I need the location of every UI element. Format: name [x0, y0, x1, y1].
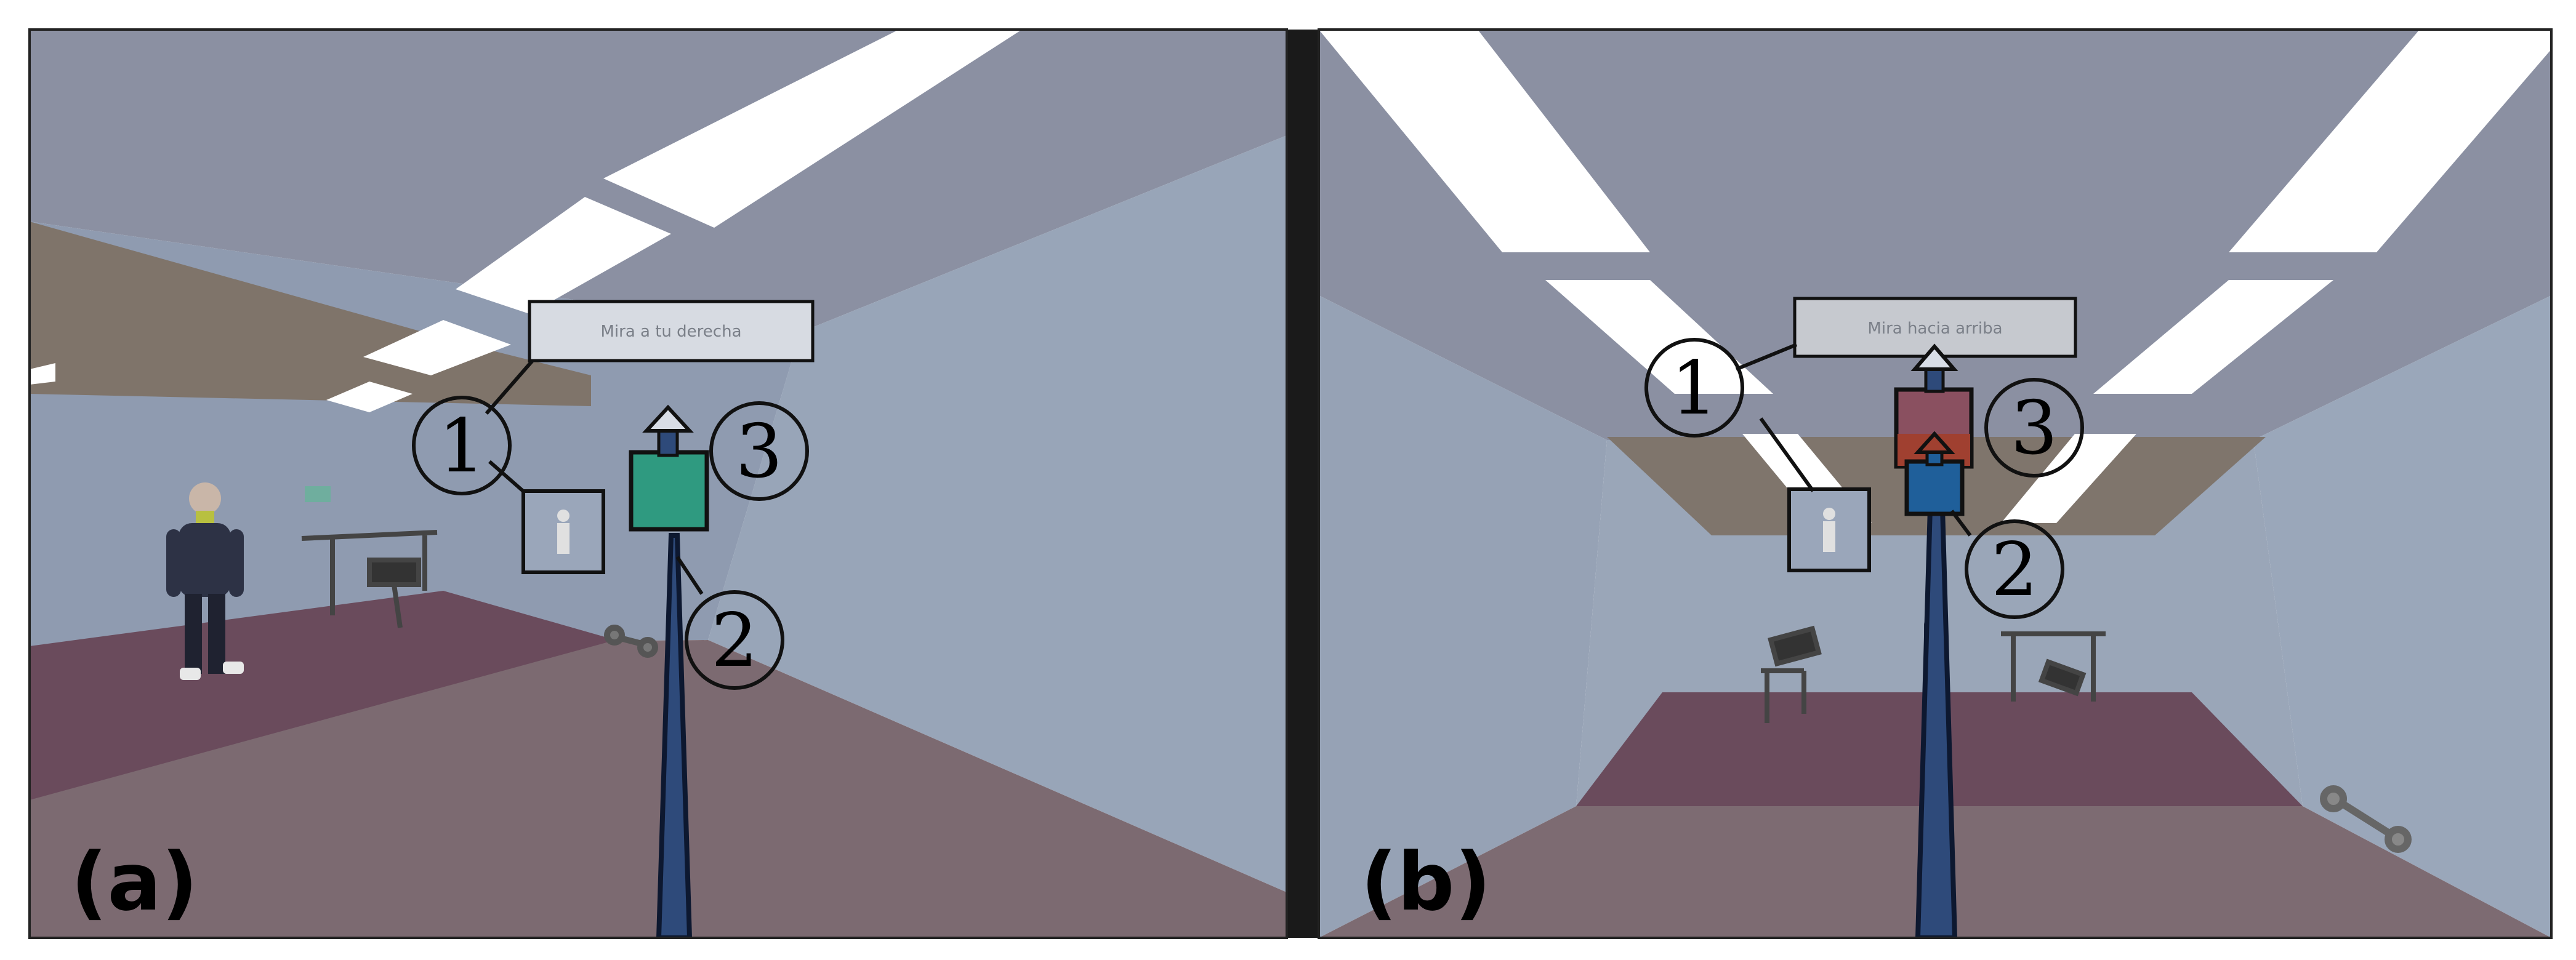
- callout-a1: 1: [412, 396, 512, 495]
- callout-b2: 2: [1965, 519, 2064, 619]
- floor-a: [30, 640, 1287, 938]
- small-sign-a: [305, 486, 331, 502]
- light-a4: [326, 382, 413, 412]
- light-b6: [2001, 434, 2136, 523]
- left-wall-b: [1319, 295, 1607, 938]
- light-b1: [1319, 30, 1650, 252]
- panel-divider: [1287, 30, 1319, 938]
- avatar-person: [166, 482, 244, 680]
- callout-b3: 3: [1984, 378, 2084, 478]
- arrow-up-icon: [642, 404, 694, 457]
- callout-line-b2: [1950, 510, 1972, 537]
- panel-a-border: [28, 28, 1288, 939]
- avatar-thumbnail-b: [1787, 487, 1871, 572]
- callout-b1: 1: [1644, 338, 1744, 438]
- panel-b: Mira hacia arriba 1: [1319, 30, 2551, 938]
- bench-b-right: [2001, 631, 2106, 702]
- target-box-b-lower: [1904, 459, 1965, 516]
- light-a5: [30, 363, 55, 385]
- dumbbell-a: [604, 625, 658, 658]
- avatar-thumbnail-a: [521, 489, 605, 574]
- arrow-up-icon-b-upper: [1910, 343, 1958, 393]
- svg-text:2: 2: [711, 598, 758, 684]
- bench-b-left: [1761, 625, 1822, 723]
- bench-a: [301, 530, 438, 628]
- callout-a2: 2: [685, 590, 784, 690]
- target-box-a: [629, 450, 709, 532]
- light-b4: [2093, 280, 2333, 394]
- panel-label-b: (b): [1361, 835, 1491, 929]
- callout-line-a1-thumb: [488, 460, 526, 494]
- callout-line-b1-sign: [1735, 343, 1798, 371]
- svg-text:3: 3: [736, 409, 783, 495]
- panel-a: Mira a tu derecha 1 3: [30, 30, 1287, 938]
- pointer-beam-a: [656, 533, 693, 938]
- svg-text:1: 1: [1671, 346, 1718, 431]
- callout-line-a1-sign: [485, 359, 534, 415]
- panel-label-a: (a): [71, 835, 198, 929]
- callout-line-b1-thumb: [1759, 417, 1815, 492]
- svg-text:1: 1: [438, 404, 485, 489]
- dumbbell-b: [2320, 785, 2412, 853]
- light-a1: [603, 30, 1022, 228]
- callout-a3: 3: [709, 401, 809, 501]
- light-a2: [456, 197, 671, 314]
- panel-b-border: [1318, 28, 2553, 939]
- svg-text:3: 3: [2011, 386, 2058, 471]
- instruction-text-b: Mira hacia arriba: [1867, 319, 2002, 338]
- light-b3: [1545, 280, 1773, 394]
- callout-line-a2: [675, 556, 704, 595]
- instruction-text-a: Mira a tu derecha: [601, 322, 742, 341]
- floor-mat-a: [30, 591, 616, 800]
- arrow-up-icon-b-lower: [1914, 431, 1955, 466]
- instruction-sign-a: Mira a tu derecha: [528, 300, 815, 362]
- light-a3: [363, 320, 511, 375]
- svg-text:2: 2: [1991, 527, 2038, 613]
- light-b2: [2229, 30, 2551, 252]
- right-wall-b: [2253, 295, 2551, 938]
